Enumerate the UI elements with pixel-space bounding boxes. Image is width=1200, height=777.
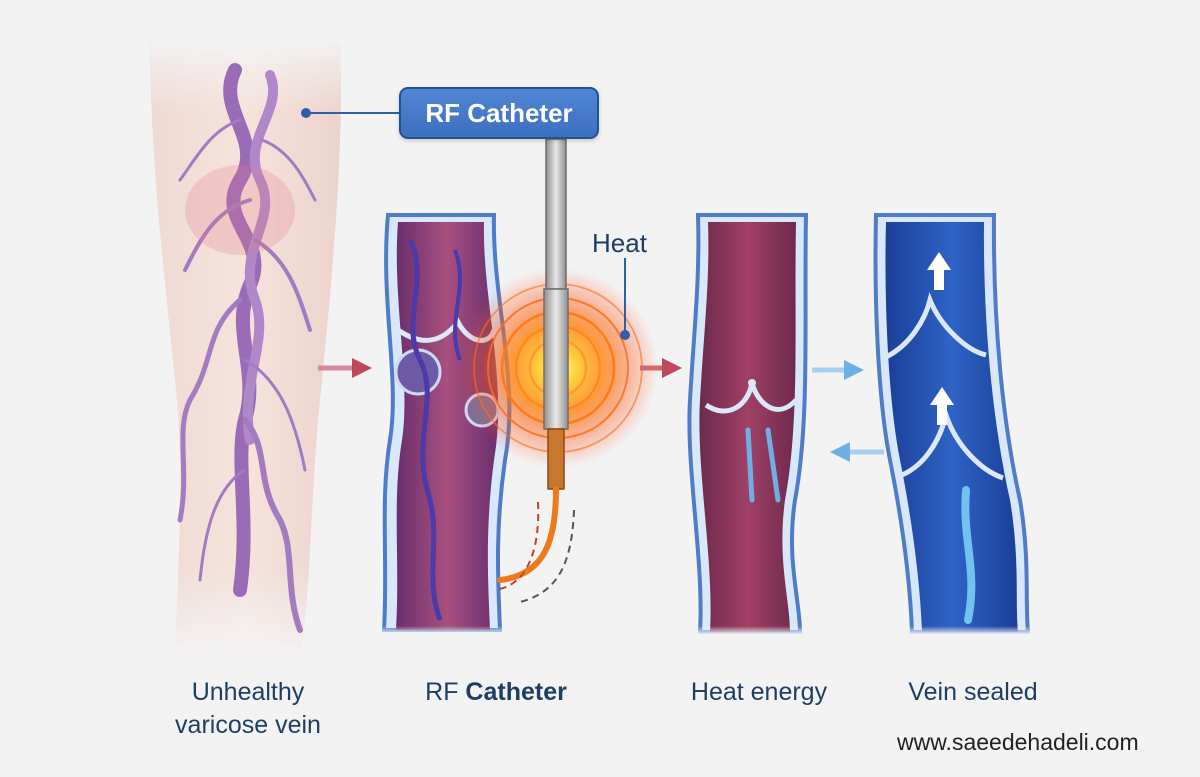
caption-vein-sealed: Vein sealed xyxy=(908,678,1038,706)
varicose-vein xyxy=(177,63,317,633)
flow-arrows xyxy=(318,358,884,462)
arrow-sealed-back xyxy=(830,442,884,462)
heated-vein xyxy=(687,213,815,635)
rf-catheter-callout: RF Catheter xyxy=(399,87,599,139)
up-arrow-icon xyxy=(927,252,951,290)
caption-varicose-line1: Unhealthy xyxy=(191,678,305,706)
heat-label: Heat xyxy=(592,228,647,258)
rf-catheter xyxy=(494,138,575,603)
caption-rf-prefix: RF xyxy=(425,678,466,706)
heat-pointer xyxy=(620,258,630,340)
arrow-heat-to-sealed xyxy=(812,360,864,380)
caption-varicose-line2: varicose vein xyxy=(175,711,321,739)
sealed-vein xyxy=(873,213,1035,635)
arrow-leg-to-catheter xyxy=(318,358,372,378)
caption-rf-bold: Catheter xyxy=(465,678,567,706)
caption-rf-catheter: RF Catheter xyxy=(396,676,596,709)
caption-heat-energy: Heat energy xyxy=(690,678,828,706)
arrow-catheter-to-heat xyxy=(640,358,682,378)
leg-illustration xyxy=(150,36,341,661)
website-watermark: www.saeedehadeli.com xyxy=(897,729,1139,755)
caption-varicose-vein: Unhealthy varicose vein xyxy=(148,676,348,742)
up-arrow-icon xyxy=(930,387,954,425)
callout-connector xyxy=(301,108,399,118)
